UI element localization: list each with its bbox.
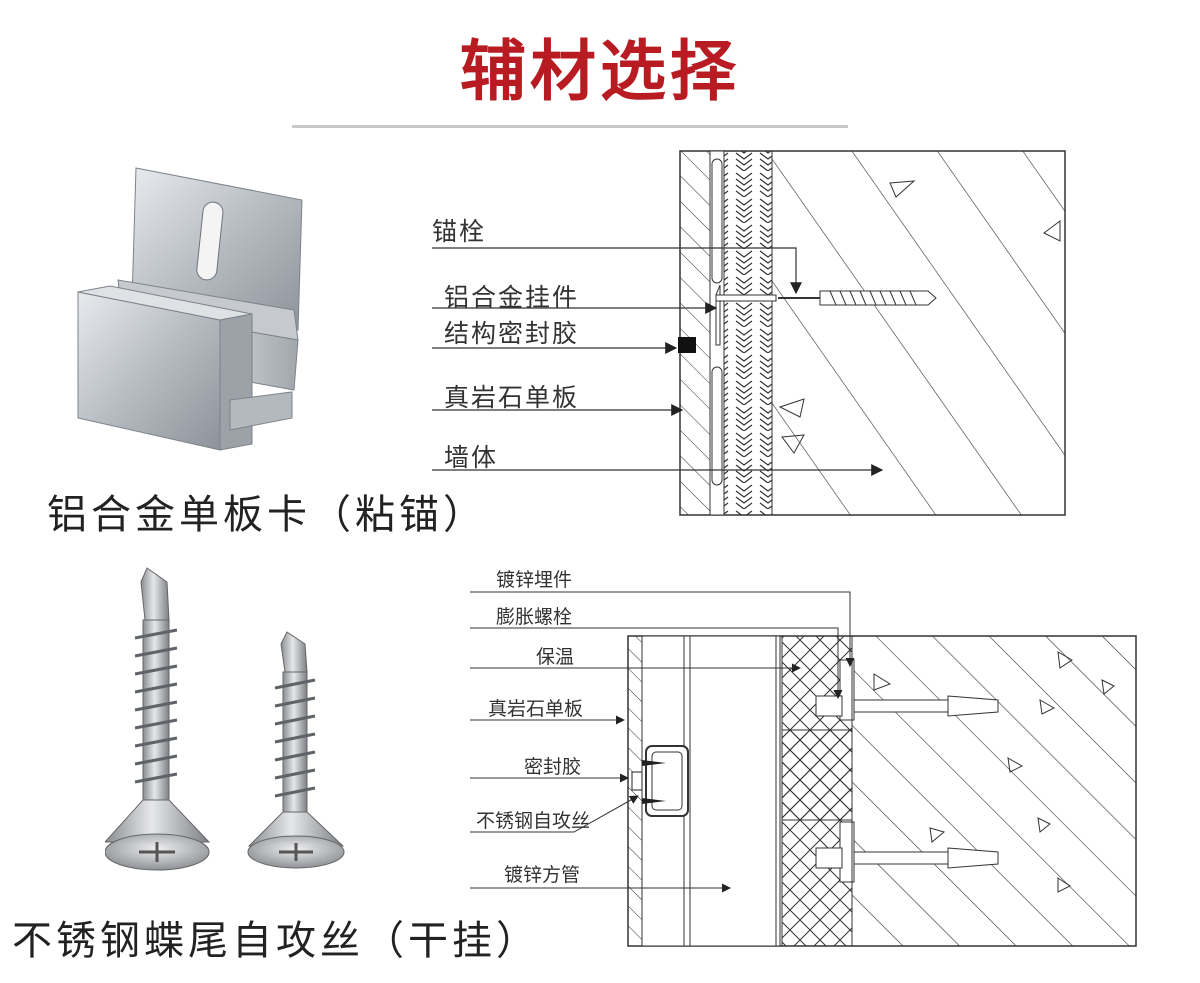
label-stone-panel-2: 真岩石单板 bbox=[488, 698, 584, 720]
label-expansion-bolt: 膨胀螺栓 bbox=[496, 606, 573, 628]
label-stainless-screw: 不锈钢自攻丝 bbox=[476, 810, 591, 832]
label-insulation: 保温 bbox=[536, 646, 575, 668]
label-galvanized-tube: 镀锌方管 bbox=[504, 864, 581, 886]
label-anchor-bolt: 锚栓 bbox=[432, 217, 487, 246]
self-tapping-screws-caption: 不锈钢蝶尾自攻丝（干挂） bbox=[12, 918, 540, 964]
label-galvanized-embed: 镀锌埋件 bbox=[496, 569, 573, 591]
label-stone-panel: 真岩石单板 bbox=[444, 383, 580, 412]
label-wall: 墙体 bbox=[444, 443, 499, 472]
title-divider bbox=[292, 125, 848, 128]
label-aluminum-hanger: 铝合金挂件 bbox=[444, 283, 580, 312]
self-tapping-screws-image bbox=[105, 567, 345, 871]
aluminum-clip-image bbox=[77, 167, 303, 451]
aluminum-clip-caption: 铝合金单板卡（粘锚） bbox=[47, 492, 487, 538]
label-sealant: 密封胶 bbox=[524, 756, 582, 778]
label-structural-sealant: 结构密封胶 bbox=[444, 319, 580, 348]
dry-hanging-diagram bbox=[470, 591, 1137, 947]
clip-installation-diagram bbox=[432, 150, 1066, 516]
page-title: 辅材选择 bbox=[460, 33, 740, 110]
